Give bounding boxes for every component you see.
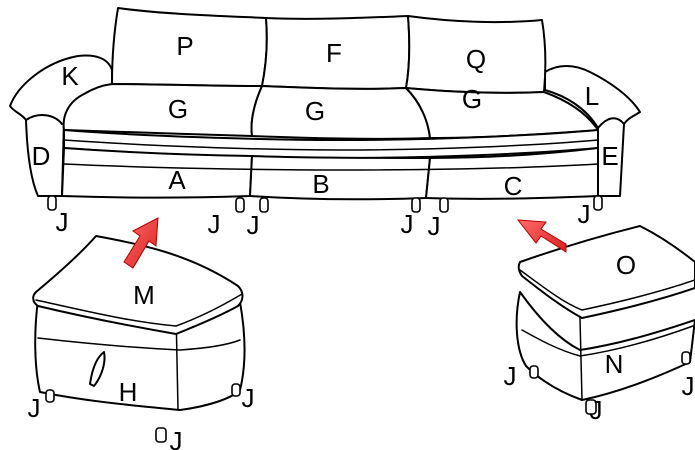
- seat-cushion-middle: [250, 85, 431, 140]
- label-l: L: [585, 81, 599, 111]
- ottoman-leg: [231, 383, 241, 397]
- label-j-leg: J: [242, 383, 255, 413]
- seat-cushion-left: [62, 83, 263, 137]
- red-arrow-left: [123, 217, 159, 269]
- arrow-to-sofa-right: [516, 219, 567, 253]
- arrow-up-to-sofa: [123, 217, 159, 269]
- label-j-leg: J: [56, 207, 69, 237]
- ottoman-leg: [45, 389, 55, 403]
- label-j-leg: J: [28, 393, 41, 423]
- left-ottoman-band: [37, 337, 241, 351]
- ottoman-leg: [529, 365, 539, 379]
- part-labels: P F Q K L G G G D E A B C M H O N J J J …: [28, 31, 695, 450]
- ottoman-leg: [585, 399, 597, 415]
- sofa-leg: [259, 197, 269, 213]
- label-j-leg: J: [578, 199, 591, 229]
- label-a: A: [168, 165, 186, 195]
- label-g-right: G: [462, 84, 482, 114]
- label-j-leg: J: [590, 395, 603, 425]
- ottoman-leg: [155, 427, 167, 443]
- label-g-left: G: [168, 94, 188, 124]
- label-m: M: [133, 280, 155, 310]
- ottoman-leg: [681, 351, 691, 365]
- label-g-middle: G: [305, 96, 325, 126]
- right-armrest-side: [597, 117, 625, 129]
- label-b: B: [312, 169, 329, 199]
- sofa: [9, 7, 641, 213]
- label-h: H: [119, 377, 138, 407]
- left-ottoman-handle: [89, 351, 106, 387]
- sofa-leg: [411, 197, 421, 213]
- label-k: K: [61, 61, 79, 91]
- label-j-leg: J: [428, 211, 441, 241]
- sofa-leg: [47, 195, 57, 211]
- sofa-leg: [439, 197, 449, 213]
- label-e: E: [601, 141, 618, 171]
- base-panel-b: [249, 155, 431, 201]
- sofa-leg: [593, 195, 603, 211]
- right-armrest: [544, 65, 641, 197]
- right-ottoman-band: [521, 325, 694, 357]
- right-ottoman-corner: [579, 317, 583, 401]
- label-j-leg: J: [247, 210, 260, 240]
- left-ottoman-lid: [32, 235, 244, 335]
- right-ottoman-body: [515, 291, 695, 401]
- label-j-leg: J: [401, 209, 414, 239]
- label-j-leg: J: [170, 426, 183, 450]
- label-o: O: [616, 250, 636, 280]
- label-d: D: [32, 141, 51, 171]
- red-arrow-right: [516, 219, 567, 253]
- label-j-leg: J: [504, 361, 517, 391]
- left-ottoman: [32, 235, 246, 443]
- label-c: C: [504, 171, 523, 201]
- right-ottoman: [515, 225, 695, 415]
- label-j-leg: J: [682, 371, 695, 401]
- sofa-leg: [235, 197, 245, 213]
- label-f: F: [326, 38, 342, 68]
- base-panel-a: [61, 147, 253, 199]
- label-p: P: [176, 31, 193, 61]
- label-n: N: [605, 349, 624, 379]
- label-j-leg: J: [208, 209, 221, 239]
- label-q: Q: [466, 44, 486, 74]
- left-armrest-side: [25, 114, 63, 125]
